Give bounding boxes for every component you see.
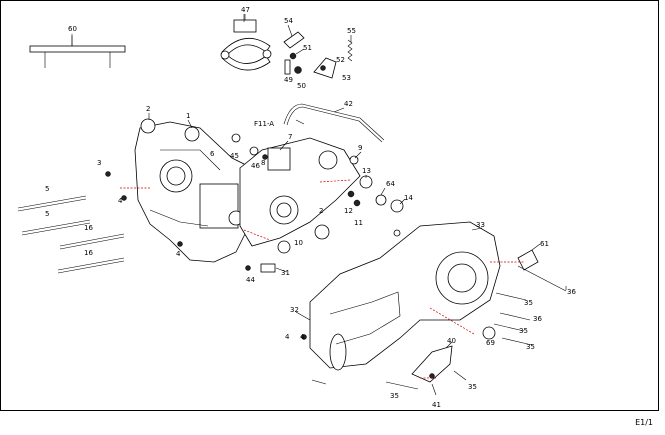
studs-5-16	[17, 195, 125, 274]
callout-12: 12	[344, 207, 353, 215]
callout-60: 60	[68, 25, 77, 33]
callout-61: 61	[540, 240, 549, 248]
transmission-cover	[301, 221, 501, 371]
callout-31: 31	[281, 269, 290, 277]
alignment-lines	[120, 179, 524, 379]
callout-40: 40	[447, 337, 456, 345]
callout-44: 44	[246, 276, 255, 284]
callout-45: 45	[230, 152, 239, 160]
callout-4: 4	[118, 197, 123, 205]
part-47-brake-shoes	[220, 14, 272, 71]
bolts-35-36	[311, 265, 567, 390]
callout-36: 36	[567, 288, 576, 296]
callout-41: 41	[432, 401, 441, 409]
part-42-hose	[283, 103, 385, 143]
callout-33: 33	[476, 221, 485, 229]
callout-4: 4	[285, 333, 290, 341]
callout-2: 2	[146, 105, 150, 113]
callout-42: 42	[344, 100, 353, 108]
callout-50: 50	[297, 82, 306, 90]
callout-3: 3	[97, 159, 101, 167]
callout-5: 5	[45, 185, 49, 193]
callout-35: 35	[390, 392, 399, 400]
part-55-spring	[313, 39, 353, 79]
callout-36: 36	[533, 315, 542, 323]
part-40-bracket	[411, 345, 453, 383]
callout-55: 55	[347, 27, 356, 35]
callout-16: 16	[84, 249, 93, 257]
callout-46: 46	[251, 162, 260, 170]
callout-53: 53	[342, 74, 351, 82]
left-crankcase	[134, 118, 269, 263]
callout-52: 52	[336, 56, 345, 64]
callout-35: 35	[524, 299, 533, 307]
part-54-cam	[283, 31, 305, 75]
callout-69: 69	[486, 339, 495, 347]
callout-16: 16	[84, 224, 93, 232]
crankcase-fasteners	[105, 133, 404, 273]
callout-49: 49	[284, 76, 293, 84]
callout-2: 2	[319, 207, 323, 215]
callout-9: 9	[358, 144, 362, 152]
callout-14: 14	[404, 194, 413, 202]
callout-4: 4	[176, 250, 181, 258]
part-61-bracket	[517, 249, 539, 271]
leader-lines	[71, 14, 567, 396]
callout-47: 47	[241, 6, 250, 14]
callout-4: 4	[300, 333, 305, 341]
reference-label: F11-A	[254, 120, 275, 128]
callout-11: 11	[354, 219, 363, 227]
callout-51: 51	[303, 44, 312, 52]
part-60-bracket	[29, 36, 126, 68]
callout-13: 13	[362, 167, 371, 175]
diagram-frame	[0, 0, 659, 411]
callout-54: 54	[284, 17, 293, 25]
callout-8: 8	[261, 159, 265, 167]
sheet-label: E1/1	[635, 418, 653, 427]
callout-10: 10	[294, 239, 303, 247]
callout-35: 35	[519, 327, 528, 335]
callout-7: 7	[288, 133, 292, 141]
callout-6: 6	[210, 150, 215, 158]
callout-32: 32	[290, 306, 299, 314]
callout-35: 35	[526, 343, 535, 351]
callout-1: 1	[186, 112, 190, 120]
right-crankcase	[239, 137, 361, 254]
callout-35: 35	[468, 383, 477, 391]
callout-64: 64	[386, 180, 395, 188]
callout-5: 5	[45, 210, 49, 218]
